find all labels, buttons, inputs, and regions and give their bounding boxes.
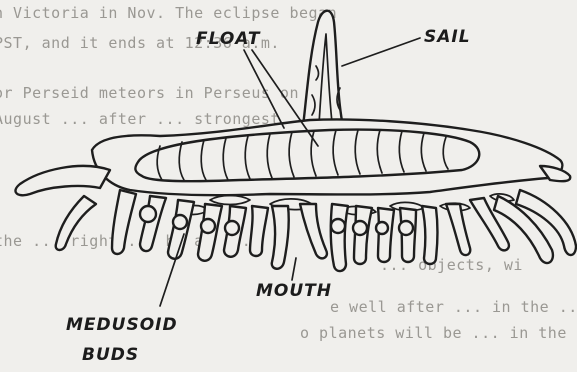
medusoid-label-line2: BUDS [82, 345, 139, 365]
left-arm [15, 166, 110, 195]
bg-line-3: or Perseid meteors in Perseus on [0, 84, 299, 102]
bg-line-7: e well after ... in the ... fough [330, 298, 577, 316]
sail-label: SAIL [424, 27, 471, 47]
float-label: FLOAT [196, 29, 261, 49]
medusoid-bud [140, 206, 156, 222]
mouth-leader [292, 258, 296, 280]
mouth-label: MOUTH [256, 281, 332, 301]
medusoid-label-line1: MEDUSOID [66, 315, 178, 335]
bg-line-4: August ... after ... strongest [0, 110, 280, 128]
bg-line-1: n Victoria in Nov. The eclipse began [0, 4, 337, 22]
bg-line-8: o planets will be ... in the ... mi [300, 324, 577, 342]
sail-leader [342, 38, 420, 66]
